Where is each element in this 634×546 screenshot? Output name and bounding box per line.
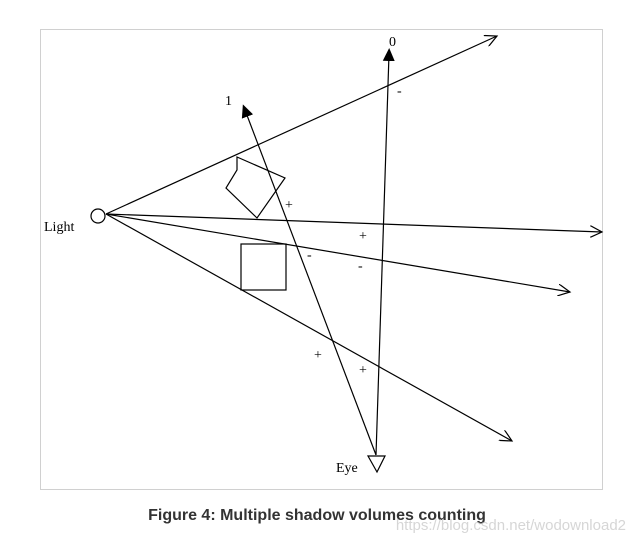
- sign-ray0-lower-middle: -: [358, 259, 363, 274]
- sign-ray0-upper: -: [397, 84, 402, 99]
- eye-ray-zero: [375, 48, 395, 456]
- light-ray-lower: [105, 213, 512, 441]
- watermark: https://blog.csdn.net/wodownload2: [395, 517, 626, 534]
- eye-ray-one: [241, 104, 377, 456]
- figure-caption: Figure 4: Multiple shadow volumes counti…: [148, 507, 486, 524]
- figure-frame: [40, 29, 603, 490]
- light-source: [90, 208, 106, 224]
- eye-icon: [366, 455, 386, 474]
- eye-label: Eye: [336, 461, 358, 476]
- sign-ray1-rotated: +: [285, 198, 293, 213]
- light-ray-middle: [105, 213, 602, 232]
- sign-ray1-square: -: [307, 248, 312, 263]
- ray-zero-label: 0: [389, 35, 396, 50]
- ray-one-label: 1: [225, 94, 232, 109]
- sign-ray0-lower: +: [359, 363, 367, 378]
- occluder-rotated: [225, 156, 286, 219]
- occluder-square: [240, 243, 287, 291]
- light-ray-upper: [105, 36, 497, 215]
- sign-ray1-lower: +: [314, 348, 322, 363]
- light-label: Light: [44, 220, 74, 235]
- sign-ray0-middle: +: [359, 229, 367, 244]
- light-ray-lower-middle: [105, 213, 570, 292]
